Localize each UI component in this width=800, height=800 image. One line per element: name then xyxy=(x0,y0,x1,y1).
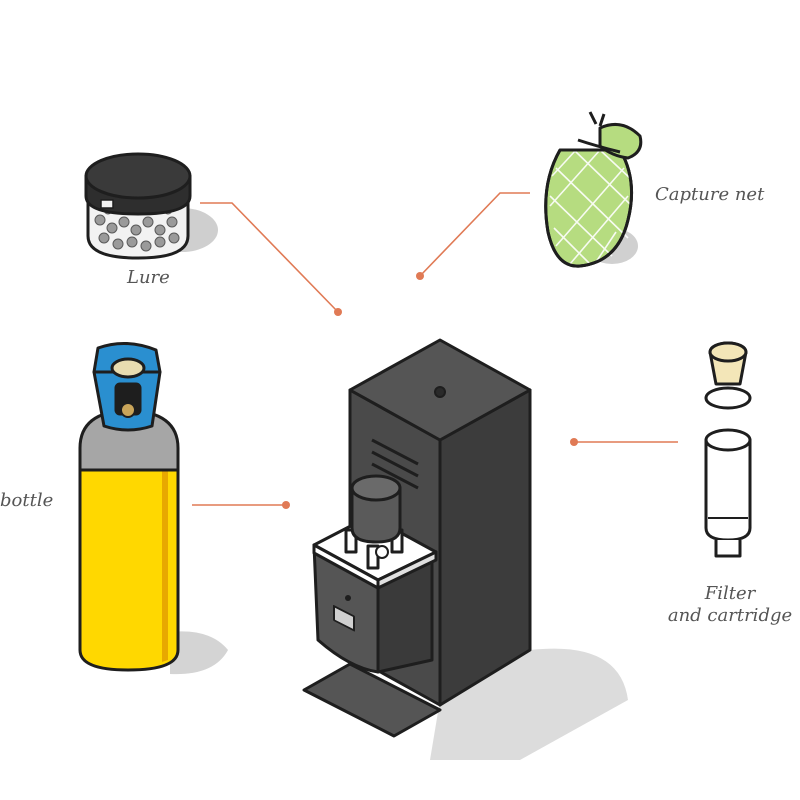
sampler-machine-icon xyxy=(302,338,628,760)
capture-net-leader-dot xyxy=(416,272,424,280)
gas-bottle-icon xyxy=(78,342,228,675)
filter-label-line1: Filter xyxy=(704,583,756,604)
capture-net-leader-line xyxy=(419,192,530,277)
filter-label: Filter and cartridge xyxy=(664,583,796,627)
lure-label: Lure xyxy=(127,267,170,288)
bottle-leader-dot xyxy=(282,501,290,509)
lure-leader-dot xyxy=(334,308,342,316)
filter-leader-dot xyxy=(570,438,578,446)
capture-net-icon xyxy=(544,111,643,268)
lure-leader-line xyxy=(200,202,339,313)
lure-jar-icon xyxy=(84,152,218,260)
filter-cartridge-icon xyxy=(704,341,752,558)
capture-net-label: Capture net xyxy=(655,184,765,205)
bottle-label: bottle xyxy=(0,490,54,511)
filter-label-line2: and cartridge xyxy=(667,605,793,626)
leader-lines xyxy=(192,192,678,506)
